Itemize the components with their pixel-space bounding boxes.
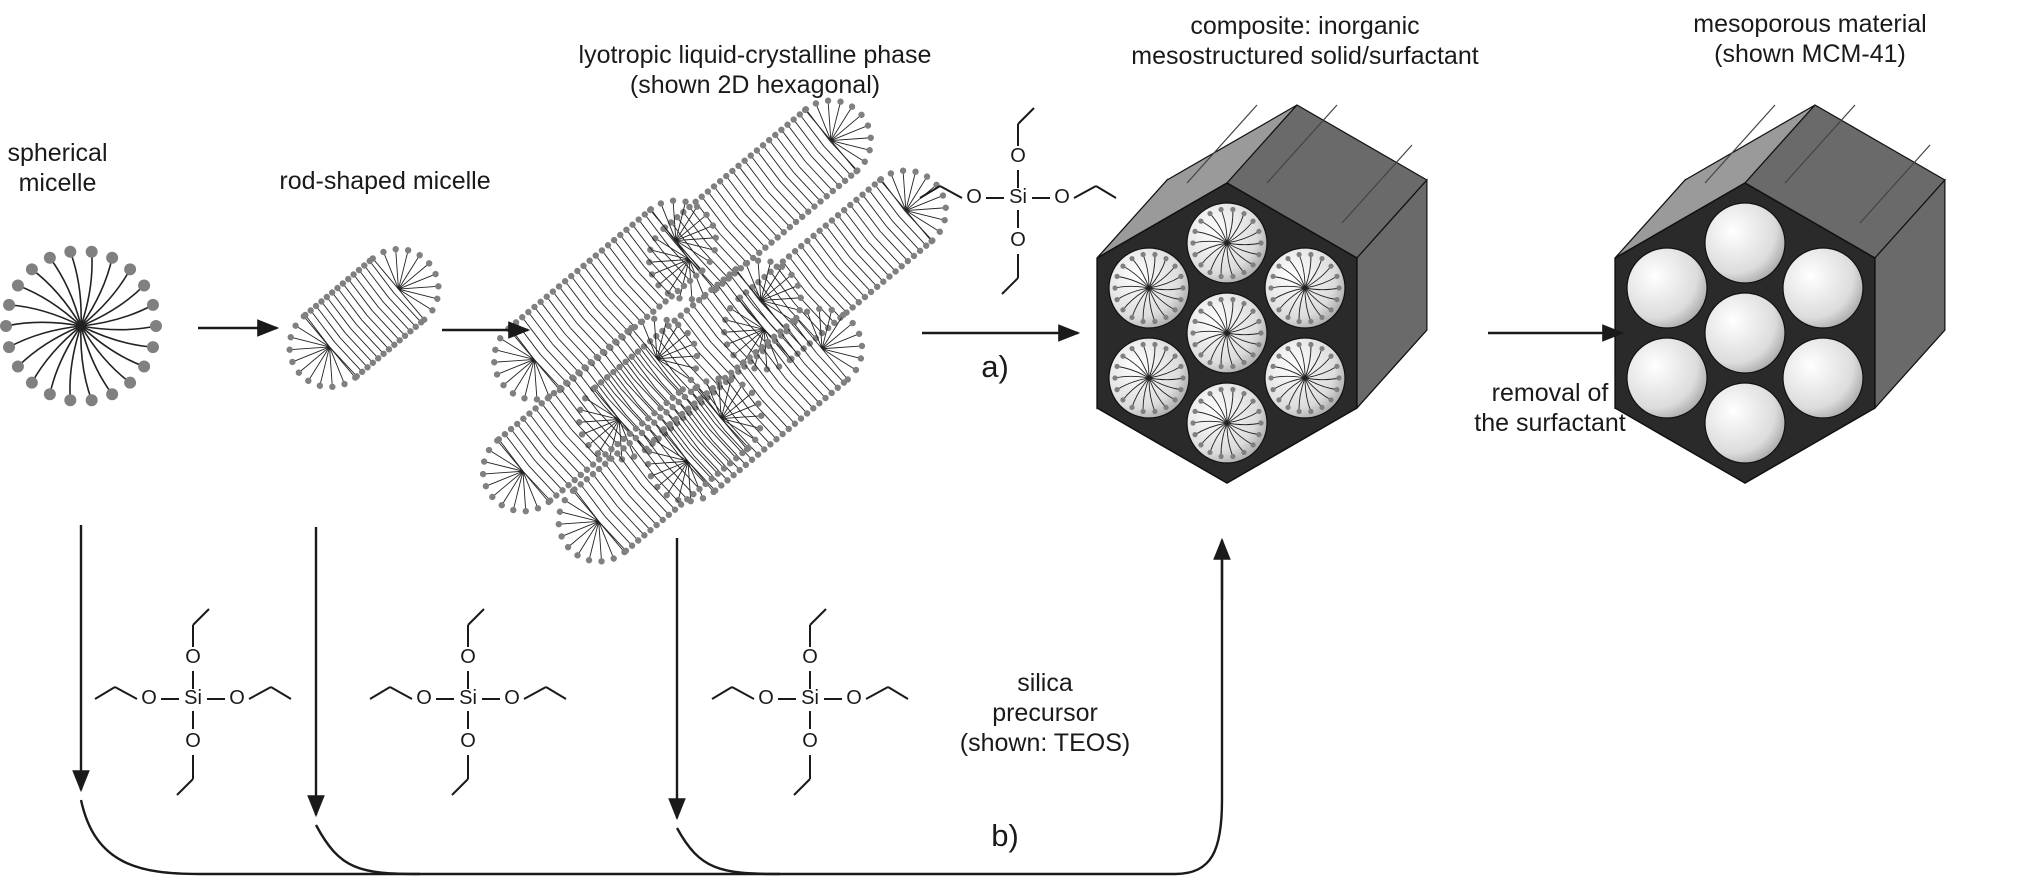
rod-micelle-icon <box>286 245 442 391</box>
svg-text:O: O <box>185 730 201 752</box>
svg-text:O: O <box>460 646 476 668</box>
label-spherical-micelle: spherical micelle <box>7 139 108 197</box>
svg-text:O: O <box>1010 145 1026 167</box>
route-b-lines <box>72 525 1231 876</box>
pore-micelle <box>1268 251 1342 325</box>
pore <box>1782 247 1864 329</box>
svg-text:O: O <box>1054 186 1070 208</box>
pore <box>1704 202 1786 284</box>
label-rod-micelle: rod-shaped micelle <box>279 167 491 195</box>
process-arrows <box>198 319 1625 342</box>
pore <box>1626 337 1708 419</box>
label-lyotropic-phase: lyotropic liquid-crystalline phase (show… <box>578 41 932 99</box>
label-mesoporous: mesoporous material (shown MCM-41) <box>1693 10 1927 68</box>
svg-text:O: O <box>416 687 432 709</box>
pore <box>1626 247 1708 329</box>
label-composite: composite: inorganic mesostructured soli… <box>1131 12 1479 70</box>
hexagonal-phase-icon <box>479 97 949 565</box>
svg-text:O: O <box>185 646 201 668</box>
spherical-micelle-icon <box>0 245 162 407</box>
hexagonal-rod <box>555 375 765 565</box>
pore <box>1704 382 1786 464</box>
label-removal: removal of the surfactant <box>1474 379 1626 437</box>
hexagonal-rod <box>576 257 804 463</box>
svg-text:Si: Si <box>459 687 477 709</box>
rod-micelle <box>286 245 442 391</box>
pore-micelle <box>1112 251 1186 325</box>
svg-text:O: O <box>1010 229 1026 251</box>
svg-text:O: O <box>802 646 818 668</box>
svg-text:O: O <box>758 687 774 709</box>
svg-text:O: O <box>846 687 862 709</box>
spherical-micelle <box>0 245 162 407</box>
pore-micelle <box>1190 206 1264 280</box>
pore-micelle <box>1112 341 1186 415</box>
pore <box>1782 337 1864 419</box>
svg-text:O: O <box>229 687 245 709</box>
hexagonal-rod <box>479 315 701 515</box>
svg-text:O: O <box>141 687 157 709</box>
pore-micelle <box>1268 341 1342 415</box>
pore-micelle <box>1190 296 1264 370</box>
label-step-b: b) <box>991 818 1019 853</box>
label-silica-precursor: silica precursor (shown: TEOS) <box>959 669 1131 757</box>
svg-text:Si: Si <box>801 687 819 709</box>
pore-micelle <box>1190 386 1264 460</box>
hexagonal-rod <box>491 197 719 403</box>
hexagonal-rod <box>646 97 874 303</box>
b-collector-path <box>79 560 1224 876</box>
svg-text:O: O <box>504 687 520 709</box>
svg-text:O: O <box>802 730 818 752</box>
label-step-a: a) <box>981 349 1009 384</box>
b-merge-1 <box>314 824 421 876</box>
hexagonal-rod <box>644 305 866 505</box>
svg-text:O: O <box>460 730 476 752</box>
svg-text:Si: Si <box>1009 186 1027 208</box>
svg-text:O: O <box>966 186 982 208</box>
svg-text:Si: Si <box>184 687 202 709</box>
b-merge-2 <box>675 827 781 876</box>
pore <box>1704 292 1786 374</box>
composite-hexagonal-icon <box>1096 104 1428 484</box>
mesoporous-mcm41-icon <box>1614 104 1946 484</box>
